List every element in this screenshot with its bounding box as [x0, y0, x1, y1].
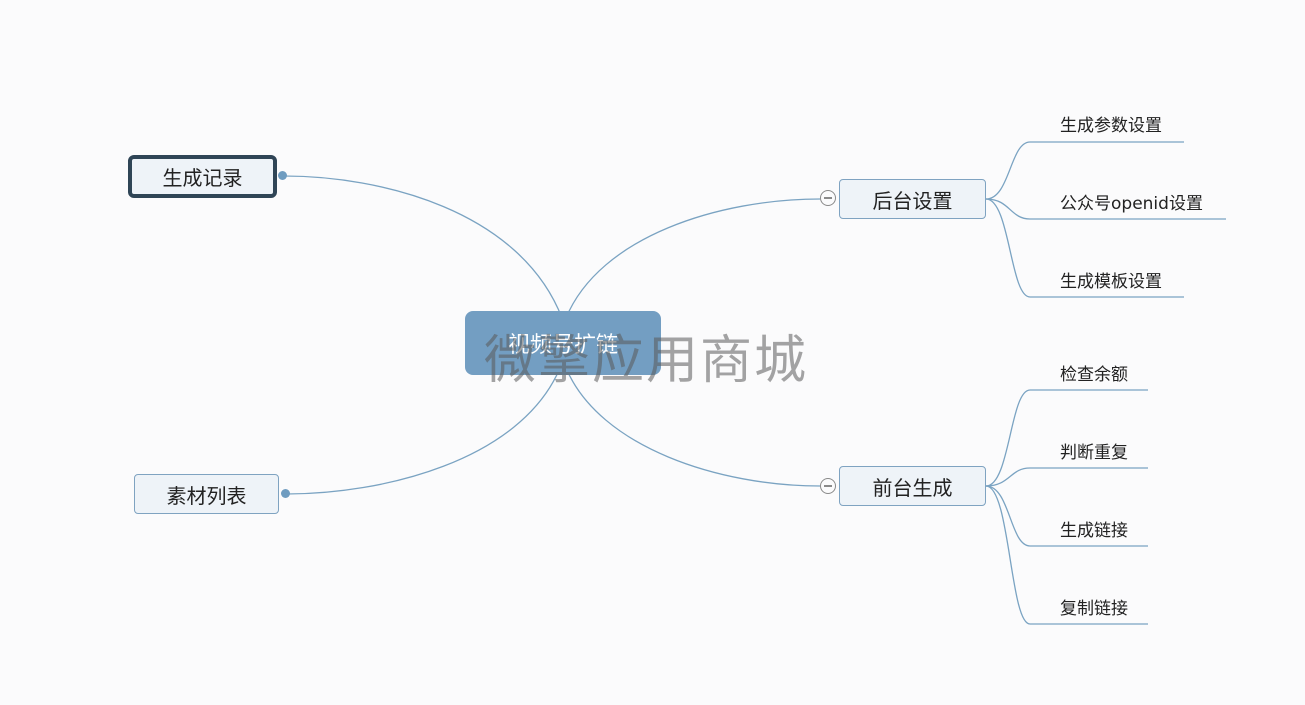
topic-frontend-generate[interactable]: 前台生成: [839, 466, 986, 506]
collapse-minus-icon[interactable]: [820, 478, 836, 494]
subtopic-template-settings[interactable]: 生成模板设置: [1060, 272, 1162, 292]
subtopic-copy-link[interactable]: 复制链接: [1060, 599, 1128, 619]
subtopic-check-balance[interactable]: 检查余额: [1060, 365, 1128, 385]
topic-label: 前台生成: [872, 475, 953, 500]
link-root-to-backend-settings: [565, 198, 821, 319]
subtopic-generate-link[interactable]: 生成链接: [1060, 521, 1128, 541]
link-frontend-child-1: [985, 389, 1148, 487]
link-root-to-frontend-generate: [565, 367, 821, 487]
connector-dot-icon[interactable]: [278, 171, 287, 180]
link-backend-child-3: [985, 198, 1184, 298]
link-root-to-material-list: [286, 367, 561, 495]
root-topic-label: 视频号扩链: [507, 333, 618, 358]
topic-label: 生成记录: [162, 166, 243, 190]
link-backend-child-1: [985, 141, 1184, 200]
collapse-minus-icon[interactable]: [820, 190, 836, 206]
connector-dot-icon[interactable]: [281, 489, 290, 498]
subtopic-check-duplicate[interactable]: 判断重复: [1060, 443, 1128, 463]
topic-label: 后台设置: [872, 188, 953, 213]
link-frontend-child-3: [985, 485, 1148, 547]
link-root-to-generate-record: [283, 175, 563, 319]
topic-backend-settings[interactable]: 后台设置: [839, 179, 986, 219]
root-topic[interactable]: 视频号扩链: [465, 311, 661, 375]
subtopic-generate-params[interactable]: 生成参数设置: [1060, 116, 1162, 136]
subtopic-openid-settings[interactable]: 公众号openid设置: [1060, 194, 1203, 214]
topic-material-list[interactable]: 素材列表: [134, 474, 279, 514]
link-backend-child-2: [985, 198, 1226, 220]
link-frontend-child-4: [985, 485, 1148, 625]
link-frontend-child-2: [985, 467, 1148, 487]
topic-generate-record[interactable]: 生成记录: [128, 155, 277, 198]
topic-label: 素材列表: [166, 483, 247, 508]
